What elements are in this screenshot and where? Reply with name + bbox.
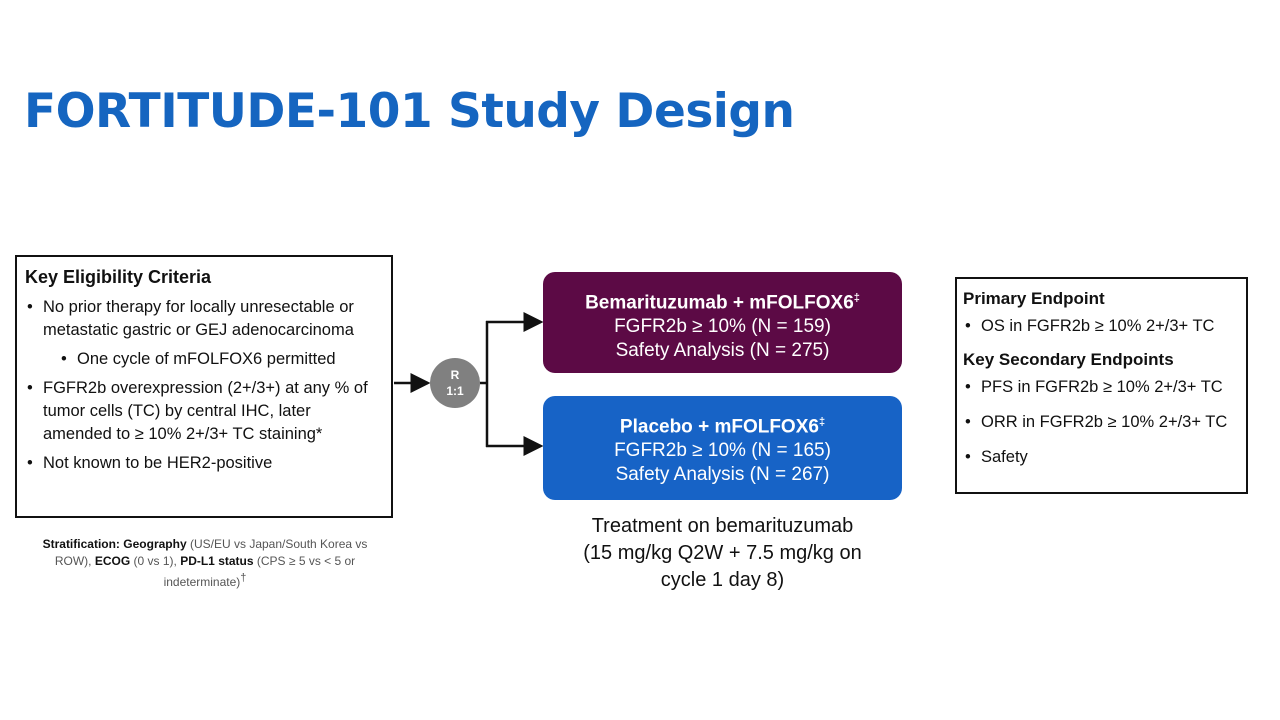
primary-endpoint-heading: Primary Endpoint (963, 289, 1105, 308)
strat-footnote: † (240, 572, 247, 584)
randomization-ratio: 1:1 (446, 384, 464, 398)
arm1-footnote: ‡ (853, 292, 860, 304)
strat-pdl1-label: PD-L1 status (180, 554, 254, 568)
arm2-fgfr: FGFR2b ≥ 10% (N = 165) (614, 440, 831, 462)
primary-endpoint-item: OS in FGFR2b ≥ 10% 2+/3+ TC (963, 315, 1240, 338)
stratification-note: Stratification: Geography (US/EU vs Japa… (30, 536, 380, 591)
eligibility-box: Key Eligibility Criteria No prior therap… (15, 255, 393, 518)
eligibility-heading: Key Eligibility Criteria (25, 267, 212, 287)
secondary-endpoint-item: ORR in FGFR2b ≥ 10% 2+/3+ TC (963, 411, 1240, 434)
treatment-line: (15 mg/kg Q2W + 7.5 mg/kg on (583, 542, 862, 564)
treatment-line: cycle 1 day 8) (660, 569, 785, 591)
strat-ecog-text: (0 vs 1), (133, 554, 177, 568)
slide-title: FORTITUDE-101 Study Design (24, 84, 795, 139)
arm-placebo: Placebo + mFOLFOX6‡ FGFR2b ≥ 10% (N = 16… (543, 396, 902, 500)
eligibility-item: Not known to be HER2-positive (25, 452, 383, 475)
randomization-r: R (450, 368, 460, 382)
eligibility-item: FGFR2b overexpression (2+/3+) at any % o… (25, 377, 383, 446)
arm2-footnote: ‡ (818, 416, 826, 428)
endpoints-box: Primary Endpoint OS in FGFR2b ≥ 10% 2+/3… (955, 277, 1248, 494)
arm2-safety: Safety Analysis (N = 267) (615, 464, 830, 486)
eligibility-item: No prior therapy for locally unresectabl… (25, 296, 383, 342)
secondary-endpoint-item: Safety (963, 446, 1240, 469)
arm1-name: Bemarituzumab + mFOLFOX6 (585, 292, 854, 314)
treatment-note: Treatment on bemarituzumab (15 mg/kg Q2W… (543, 513, 902, 594)
arm1-safety: Safety Analysis (N = 275) (615, 340, 830, 362)
strat-geo-label: Geography (123, 537, 187, 551)
eligibility-subitem: One cycle of mFOLFOX6 permitted (25, 348, 383, 371)
strat-label: Stratification: (42, 537, 120, 551)
secondary-endpoints-heading: Key Secondary Endpoints (963, 350, 1174, 369)
arm1-fgfr: FGFR2b ≥ 10% (N = 159) (614, 316, 831, 338)
strat-geo-text: (US/EU vs Japan/South Korea vs ROW), (54, 537, 368, 568)
arm-bemarituzumab: Bemarituzumab + mFOLFOX6‡ FGFR2b ≥ 10% (… (543, 272, 902, 373)
randomization-circle: R 1:1 (430, 358, 480, 408)
treatment-line: Treatment on bemarituzumab (591, 515, 854, 537)
arm2-name: Placebo + mFOLFOX6 (619, 416, 819, 438)
secondary-endpoint-item: PFS in FGFR2b ≥ 10% 2+/3+ TC (963, 376, 1240, 399)
strat-pdl1-text: (CPS ≥ 5 vs < 5 or indeterminate) (163, 554, 356, 589)
strat-ecog-label: ECOG (94, 554, 131, 568)
